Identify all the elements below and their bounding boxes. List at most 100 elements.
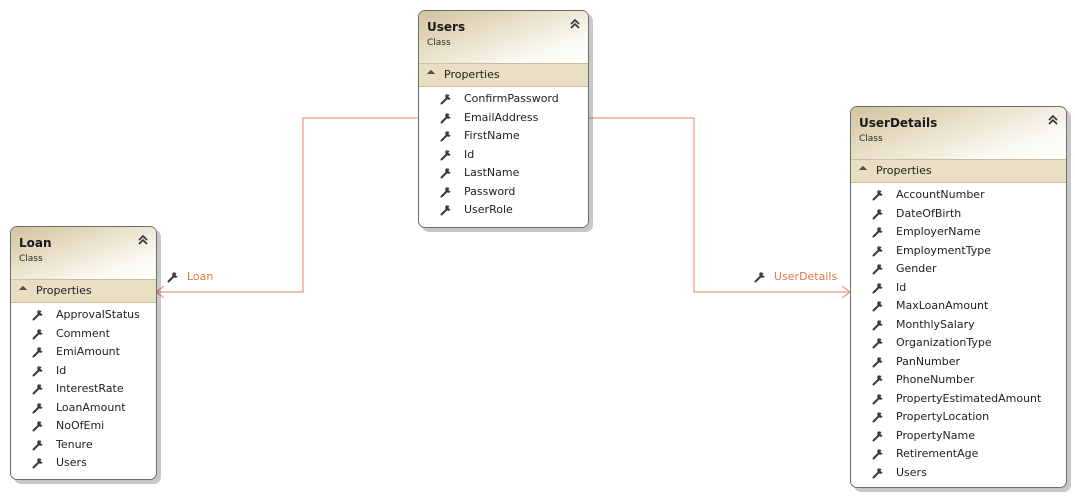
wrench-icon [872, 467, 883, 478]
property-label: Id [464, 147, 475, 161]
property-label: Id [56, 363, 67, 377]
wrench-icon [32, 421, 43, 432]
property-item[interactable]: OrganizationType [851, 334, 1066, 353]
wrench-icon [872, 430, 883, 441]
property-label: PropertyEstimatedAmount [896, 391, 1042, 405]
wrench-icon [32, 310, 43, 321]
class-header[interactable]: UserDetails Class [851, 107, 1066, 159]
property-item[interactable]: Comment [11, 325, 156, 344]
property-label: LoanAmount [56, 400, 126, 414]
property-label: NoOfEmi [56, 419, 105, 432]
property-item[interactable]: FirstName [419, 127, 588, 146]
class-header[interactable]: Loan Class [11, 227, 156, 279]
property-item[interactable]: Tenure [11, 436, 156, 455]
property-item[interactable]: PropertyEstimatedAmount [851, 390, 1066, 409]
properties-section-header[interactable]: Properties [11, 279, 156, 303]
property-item[interactable]: UserRole [419, 201, 588, 220]
double-chevron-up-icon[interactable] [1047, 113, 1059, 127]
property-item[interactable]: ApprovalStatus [11, 306, 156, 325]
property-item[interactable]: MonthlySalary [851, 316, 1066, 335]
property-item[interactable]: Users [11, 454, 156, 473]
property-item[interactable]: ConfirmPassword [419, 90, 588, 109]
property-item[interactable]: EmailAddress [419, 109, 588, 128]
properties-section-header[interactable]: Properties [851, 159, 1066, 183]
property-label: InterestRate [56, 382, 124, 395]
property-item[interactable]: MaxLoanAmount [851, 297, 1066, 316]
wrench-icon [440, 205, 451, 216]
class-title: Users [427, 20, 466, 34]
property-label: PropertyName [896, 428, 975, 442]
property-item[interactable]: Gender [851, 260, 1066, 279]
association-line-users-loan [156, 117, 418, 293]
property-label: ConfirmPassword [464, 92, 559, 105]
property-item[interactable]: InterestRate [11, 380, 156, 399]
property-item[interactable]: LoanAmount [11, 399, 156, 418]
collapse-triangle-icon[interactable] [426, 69, 436, 79]
wrench-icon [440, 168, 451, 179]
class-header[interactable]: Users Class [419, 11, 588, 63]
property-label: PhoneNumber [896, 373, 975, 386]
double-chevron-up-icon[interactable] [569, 17, 581, 31]
wrench-icon [872, 356, 883, 367]
property-item[interactable]: Password [419, 183, 588, 202]
wrench-icon [32, 328, 43, 339]
property-item[interactable]: RetirementAge [851, 445, 1066, 464]
wrench-icon [32, 439, 43, 450]
property-label: Users [56, 456, 87, 469]
collapse-triangle-icon[interactable] [18, 285, 28, 295]
class-title: Loan [19, 236, 52, 250]
collapse-triangle-icon[interactable] [858, 165, 868, 175]
property-label: EmiAmount [56, 345, 120, 358]
property-item[interactable]: PanNumber [851, 353, 1066, 372]
property-label: EmployerName [896, 225, 981, 238]
properties-section-header[interactable]: Properties [419, 63, 588, 87]
wrench-icon [872, 208, 883, 219]
property-label: EmploymentType [896, 243, 991, 257]
wrench-icon [872, 338, 883, 349]
property-label: Gender [896, 262, 937, 275]
property-label: EmailAddress [464, 110, 539, 124]
property-item[interactable]: PropertyLocation [851, 408, 1066, 427]
property-item[interactable]: Id [851, 279, 1066, 298]
wrench-icon [440, 112, 451, 123]
class-kind: Class [859, 134, 883, 144]
wrench-icon [872, 245, 883, 256]
wrench-icon [872, 190, 883, 201]
section-label: Properties [36, 284, 92, 297]
property-item[interactable]: Users [851, 464, 1066, 483]
property-item[interactable]: Id [419, 146, 588, 165]
association-label-userdetails[interactable]: UserDetails [774, 270, 838, 283]
property-item[interactable]: NoOfEmi [11, 417, 156, 436]
property-item[interactable]: AccountNumber [851, 186, 1066, 205]
section-label: Properties [444, 68, 500, 81]
property-label: ApprovalStatus [56, 308, 140, 321]
property-item[interactable]: LastName [419, 164, 588, 183]
property-label: Id [896, 280, 907, 294]
property-label: DateOfBirth [896, 206, 962, 220]
double-chevron-up-icon[interactable] [137, 233, 149, 247]
property-label: Password [464, 184, 516, 198]
property-item[interactable]: DateOfBirth [851, 205, 1066, 224]
property-label: OrganizationType [896, 336, 992, 349]
class-box-userdetails[interactable]: UserDetails Class Properties AccountNumb… [850, 106, 1067, 488]
property-label: Users [896, 465, 927, 479]
property-item[interactable]: EmploymentType [851, 242, 1066, 261]
property-item[interactable]: Id [11, 362, 156, 381]
wrench-icon [167, 272, 178, 283]
property-item[interactable]: EmiAmount [11, 343, 156, 362]
property-item[interactable]: EmployerName [851, 223, 1066, 242]
wrench-icon [32, 347, 43, 358]
property-item[interactable]: PhoneNumber [851, 371, 1066, 390]
wrench-icon [32, 402, 43, 413]
association-label-loan[interactable]: Loan [187, 270, 214, 283]
property-label: AccountNumber [896, 188, 985, 201]
wrench-icon [872, 282, 883, 293]
property-item[interactable]: PropertyName [851, 427, 1066, 446]
property-label: MaxLoanAmount [896, 299, 989, 312]
wrench-icon [32, 384, 43, 395]
property-label: MonthlySalary [896, 317, 975, 331]
